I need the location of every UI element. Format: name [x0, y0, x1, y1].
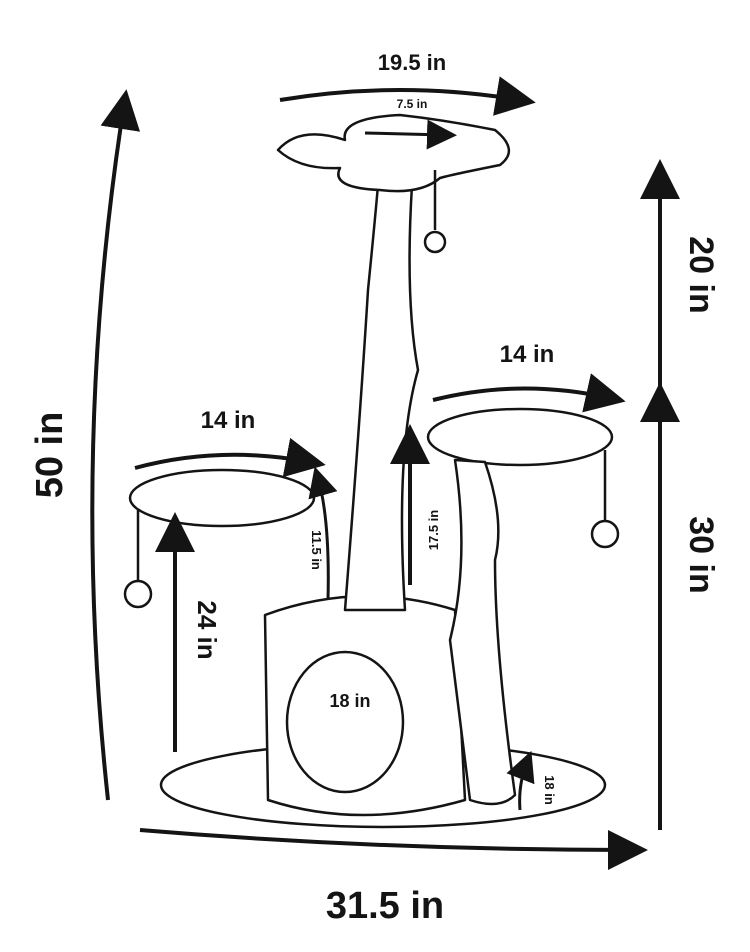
label-base-depth: 18 in	[542, 775, 557, 805]
label-left-platform-width: 14 in	[201, 407, 256, 434]
label-top-inner: 7.5 in	[397, 97, 428, 111]
left-platform	[128, 468, 316, 528]
label-total-height: 50 in	[29, 412, 71, 499]
toy-ball-right	[590, 519, 620, 549]
central-trunk	[343, 183, 420, 612]
label-condo-opening: 18 in	[329, 691, 370, 711]
label-upper-height: 20 in	[682, 236, 720, 313]
label-right-gap: 17.5 in	[426, 510, 441, 551]
label-left-gap: 11.5 in	[309, 530, 324, 570]
right-platform	[426, 407, 614, 467]
label-lower-height: 30 in	[682, 516, 720, 593]
label-base-width: 31.5 in	[326, 885, 444, 927]
label-left-platform-height: 24 in	[192, 600, 222, 659]
label-top-width: 19.5 in	[378, 50, 446, 75]
toy-ball-top	[423, 230, 447, 254]
toy-ball-left	[123, 579, 153, 609]
top-perch	[276, 113, 510, 193]
label-right-platform-width: 14 in	[500, 341, 555, 368]
condo-opening	[285, 650, 405, 794]
